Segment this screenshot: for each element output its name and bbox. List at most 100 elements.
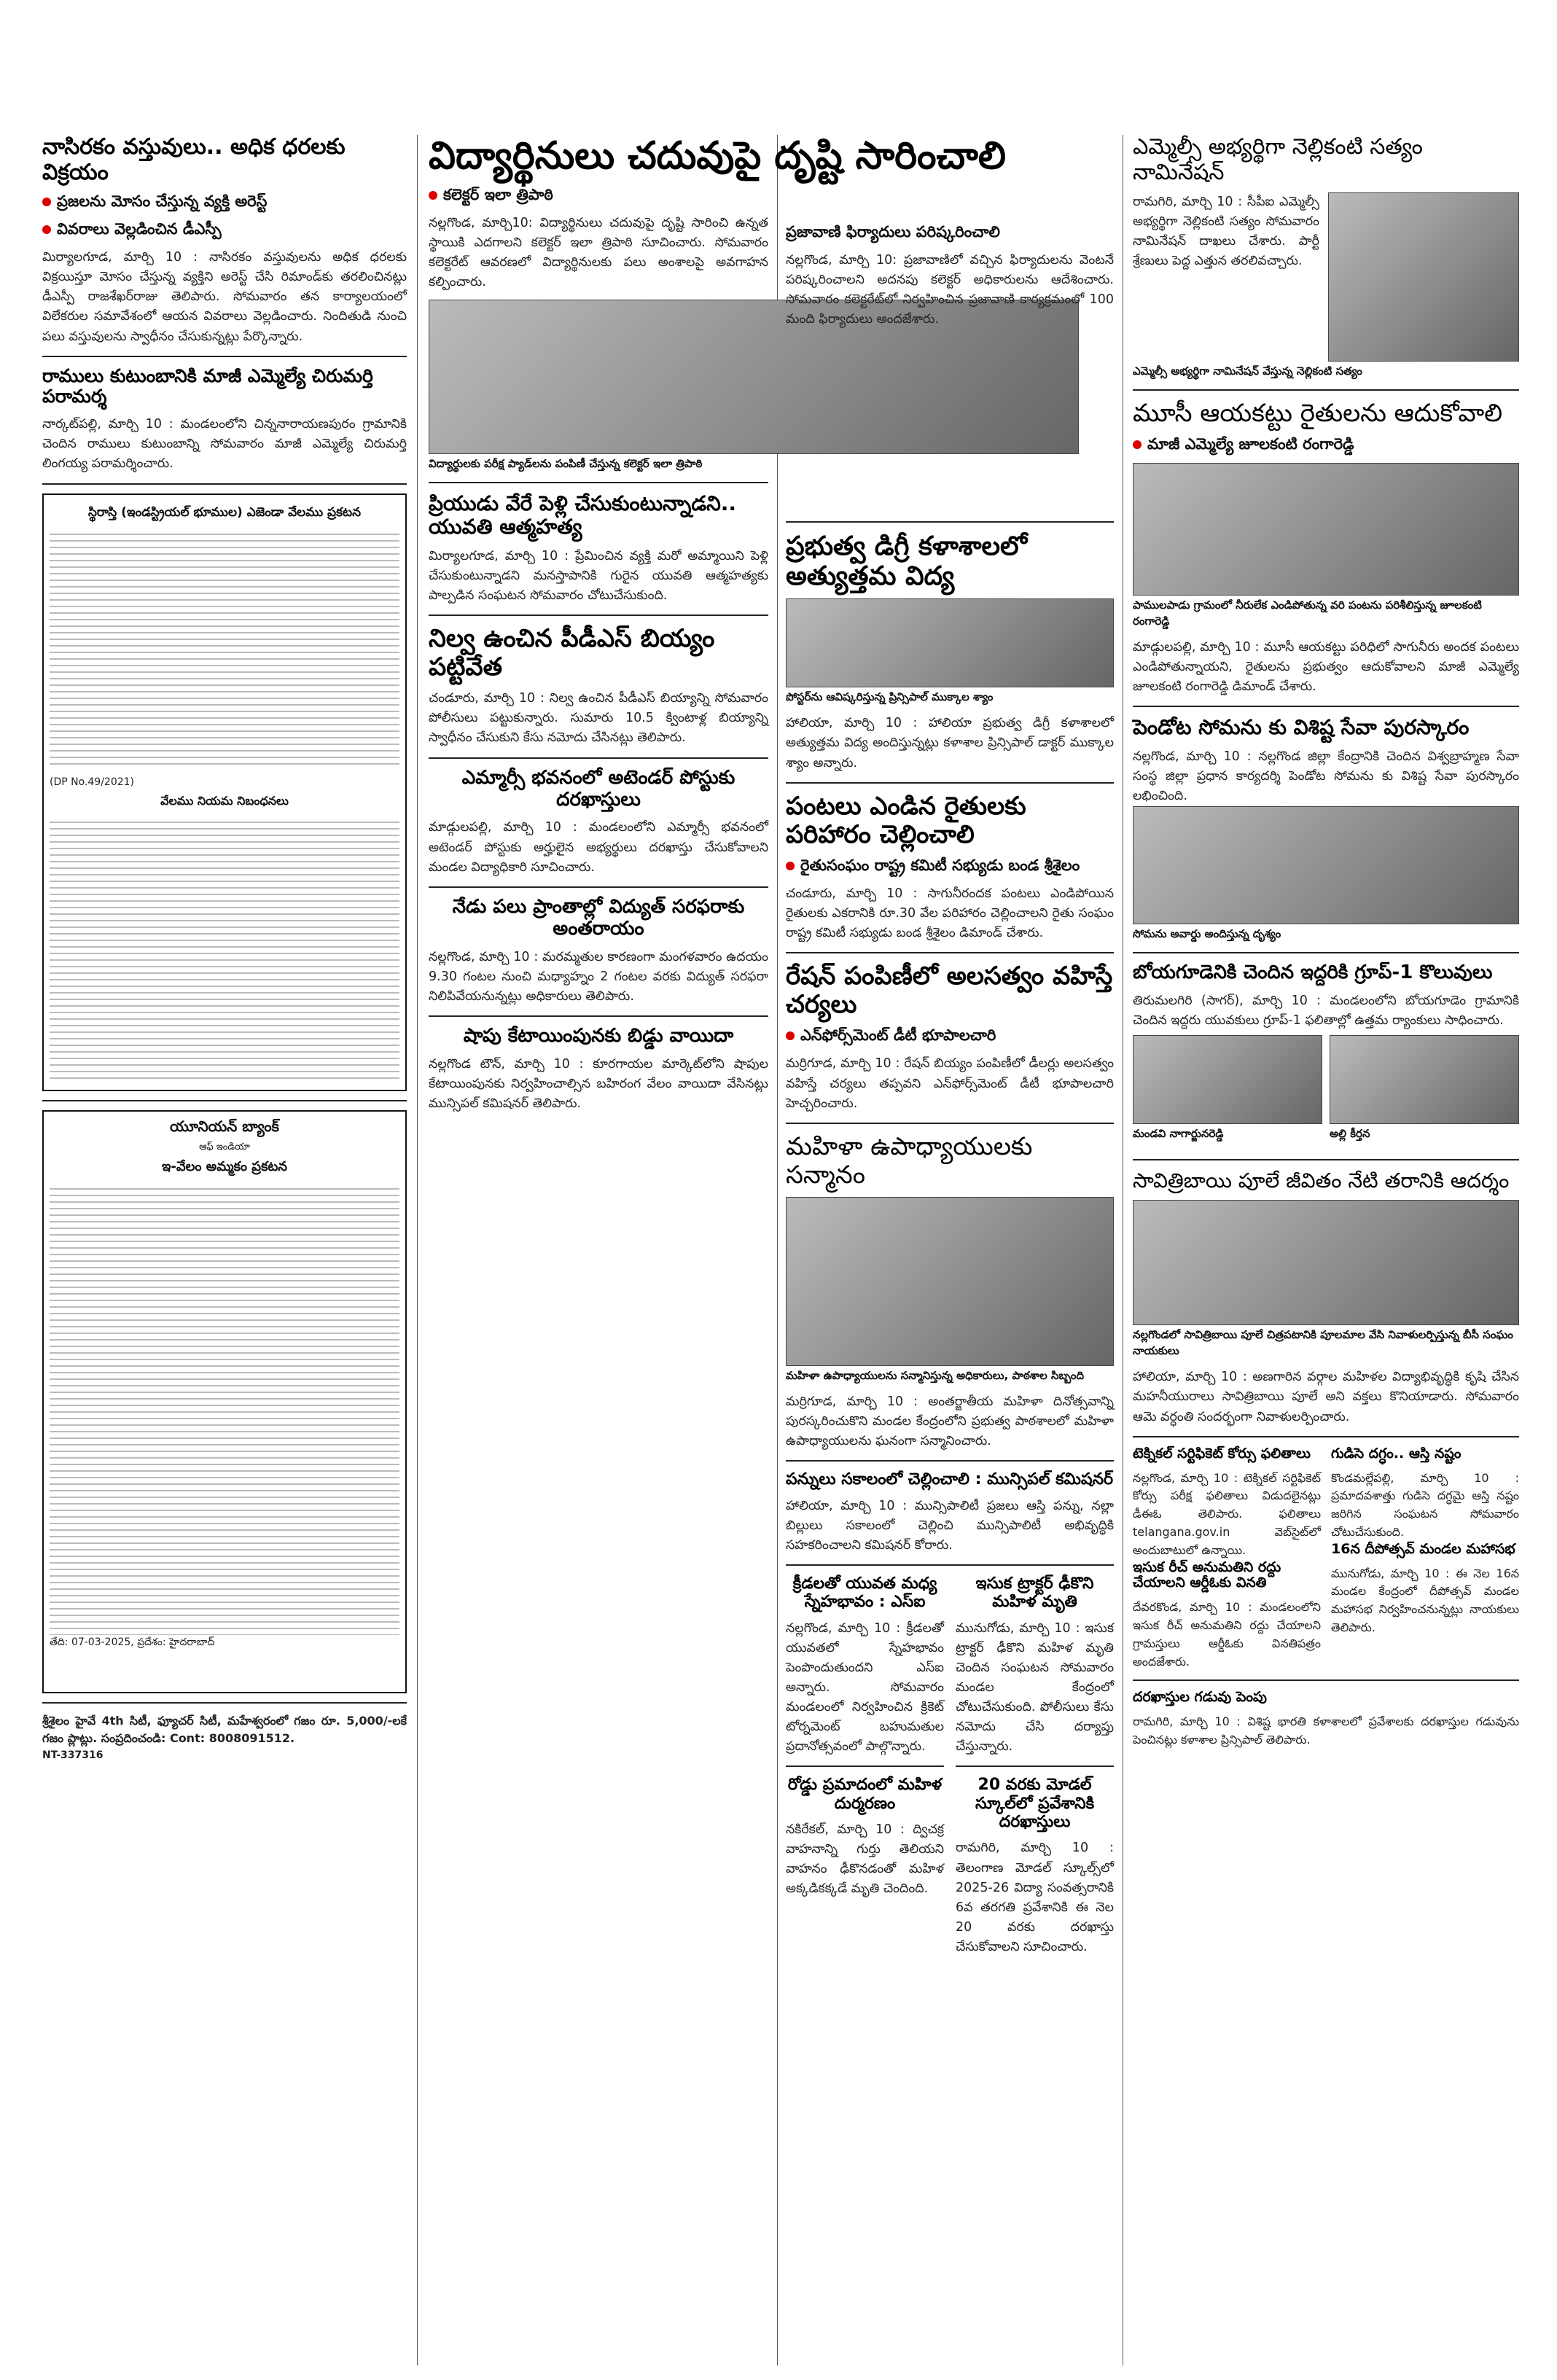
spacer — [786, 330, 1114, 512]
article-body: మిర్యాలగూడ, మార్చి 10 : నాసిరకం వస్తువుల… — [42, 250, 407, 344]
headline-savitribai: సావిత్రిబాయి పూలే జీవితం నేటి తరానికి ఆద… — [1133, 1168, 1510, 1193]
bank-name-sub: ఆఫ్ ఇండియా — [199, 1141, 250, 1152]
headline-model-school: 20 వరకు మోడల్ స్కూల్‌లో ప్రవేశానికి దరఖా… — [975, 1776, 1095, 1832]
article-body: మునుగోడు, మార్చి 10 : ఈ నెల 16న మండల కేం… — [1331, 1566, 1519, 1634]
divider — [786, 1564, 1114, 1566]
photo-dry-crop — [1133, 463, 1519, 596]
notice-title: ఇ-వేలం అమ్మకం ప్రకటన — [161, 1158, 287, 1174]
divider — [786, 952, 1114, 954]
photo-savitribai — [1133, 1200, 1519, 1326]
bullet-icon — [786, 861, 795, 870]
article-body: నల్లగొండ, మార్చి 10: ప్రజావాణిలో వచ్చిన … — [786, 253, 1114, 327]
column-4: ఎమ్మెల్సీ అభ్యర్థిగా నెల్లికంటి సత్యం నా… — [1133, 134, 1519, 1749]
article-body: తిరుమలగిరి (సాగర్), మార్చి 10 : మండలంలోన… — [1133, 993, 1519, 1029]
photo-nomination — [1328, 192, 1519, 362]
headline-power-cut: నేడు పలు ప్రాంతాల్లో విద్యుత్ సరఫరాకు అం… — [452, 895, 745, 940]
headline-substandard-goods: నాసిరకం వస్తువులు.. అధిక ధరలకు విక్రయం — [42, 134, 346, 185]
subhead: వివరాలు వెల్లడించిన డీఎస్పీ — [57, 220, 222, 238]
notice-title: స్థిరాస్తి (ఇండస్ట్రియల్ భూముల) ఎజెండా వ… — [87, 504, 362, 520]
article-body: రామగిరి, మార్చి 10 : తెలంగాణ మోడల్ స్కూల… — [956, 1841, 1114, 1954]
notice-terms-block — [50, 816, 399, 1079]
headline-sand-reach: ఇసుక రీచ్ అనుమతిని రద్దు చేయాలని ఆర్డీఓక… — [1133, 1558, 1281, 1591]
headline-degree-college: ప్రభుత్వ డిగ్రీ కళాశాలలో అత్యుత్తమ విద్య — [786, 531, 1028, 591]
headline-suicide: ప్రియుడు వేరే పెళ్లి చేసుకుంటున్నాడని.. … — [429, 491, 736, 539]
photo-caption: పోస్టర్‌ను ఆవిష్కరిస్తున్న ప్రిన్సిపాల్ … — [786, 690, 994, 704]
article-body: నల్లగొండ, మార్చి 10 : నల్లగొండ జిల్లా కే… — [1133, 749, 1519, 803]
subhead: కలెక్టర్ ఇలా త్రిపాఠి — [443, 185, 553, 203]
photo-caption: నల్లగొండలో సావిత్రిబాయి పూలే చిత్రపటానిక… — [1133, 1328, 1513, 1358]
bank-name: యూనియన్ బ్యాంక్ — [170, 1117, 279, 1135]
article-body: రామగిరి, మార్చి 10 : సీపీఐ ఎమ్మెల్సీ అభ్… — [1133, 195, 1319, 269]
classified-code: NT-337316 — [42, 1749, 104, 1762]
article-body: మిర్యాలగూడ, మార్చి 10 : ప్రేమించిన వ్యక్… — [429, 548, 768, 603]
divider — [786, 1122, 1114, 1124]
article-body: రామగిరి, మార్చి 10 : విశిష్ట భారతి కళాశా… — [1133, 1714, 1519, 1747]
article-body: చండూరు, మార్చి 10 : నిల్వ ఉంచిన పీడీఎస్ … — [429, 691, 768, 746]
photo-caption: ఎమ్మెల్సీ అభ్యర్థిగా నామినేషన్ వేస్తున్న… — [1133, 364, 1362, 378]
article-body: నకిరేకల్, మార్చి 10 : ద్విచక్ర వాహనాన్ని… — [786, 1822, 944, 1897]
portrait-photo — [1133, 1035, 1322, 1125]
column-divider — [417, 135, 418, 2365]
headline-attender-post: ఎమ్మార్సీ భవనంలో అటెండర్ పోస్టుకు దరఖాస్… — [461, 766, 735, 811]
headline-crops-compensation: పంటలు ఎండిన రైతులకు పరిహారం చెల్లించాలి — [786, 791, 1026, 849]
headline-sports: క్రీడలతో యువత మధ్య స్నేహభావం : ఎస్ఐ — [792, 1575, 937, 1612]
bullet-icon — [429, 190, 437, 200]
portrait-row: మండవి నాగార్జునరెడ్డి అల్లి కీర్తన — [1133, 1035, 1519, 1150]
headline-road-accident: రోడ్డు ప్రమాదంలో మహిళ దుర్మరణం — [787, 1776, 943, 1813]
headline-hut-fire: గుడిసె దగ్ధం.. ఆస్తి నష్టం — [1331, 1445, 1462, 1462]
article-left: క్రీడలతో యువత మధ్య స్నేహభావం : ఎస్ఐ నల్ల… — [786, 1575, 944, 1957]
divider — [1133, 1435, 1519, 1437]
headline-taxes: పన్నులు సకాలంలో చెల్లించాలి : మున్సిపల్ … — [786, 1470, 1114, 1489]
notice-text-block — [50, 528, 399, 769]
bullet-icon — [42, 198, 51, 206]
photo-award — [1133, 806, 1519, 925]
headline-students-focus: విద్యార్థినులు చదువుపై దృష్టి సారించాలి — [429, 134, 1006, 178]
subhead: ఎన్‌ఫోర్స్‌మెంట్ డీటీ భూపాలచారి — [800, 1026, 996, 1045]
subhead: ప్రజావాణి ఫిర్యాదులు పరిష్కరించాలి — [786, 223, 1000, 241]
photo-students — [429, 300, 1079, 455]
bullet-icon — [786, 1031, 795, 1041]
headline-shop-bid: షాపు కేటాయింపునకు బిడ్డు వాయిదా — [463, 1024, 734, 1047]
article-body: మాడ్గులపల్లి, మార్చి 10 : మండలంలోని ఎమ్మ… — [429, 820, 768, 875]
headline-musi-farmers: మూసీ ఆయకట్టు రైతులను ఆదుకోవాలి — [1133, 399, 1503, 428]
divider — [42, 1099, 407, 1101]
headline-pendota-award: పెండోట సోమను కు విశిష్ట సేవా పురస్కారం — [1133, 715, 1470, 740]
article-right: ఇసుక ట్రాక్టర్ ఢీకొని మహిళ మృతి మునుగోడు… — [956, 1575, 1114, 1957]
divider — [1133, 1159, 1519, 1161]
mlc-block: రామగిరి, మార్చి 10 : సీపీఐ ఎమ్మెల్సీ అభ్… — [1133, 192, 1519, 362]
classified-ad: శ్రీశైలం హైవే 4th సిటీ, ఫ్యూచర్ సిటీ, మహ… — [42, 1713, 407, 1746]
divider — [42, 1701, 407, 1704]
bullet-icon — [1133, 440, 1142, 450]
notice-date: తేది: 07-03-2025, ప్రదేశం: హైదరాబాద్ — [50, 1636, 215, 1648]
headline-application-extension: దరఖాస్తుల గడువు పెంపు — [1133, 1689, 1267, 1706]
article-body: చండూరు, మార్చి 10 : సాగునీరందక పంటలు ఎండ… — [786, 886, 1114, 941]
photo-poster — [786, 598, 1114, 688]
divider — [786, 1766, 944, 1768]
article-body: నల్లగొండ, మార్చి 10 : టెక్నికల్ సర్టిఫిక… — [1133, 1470, 1321, 1557]
notice-text-block — [50, 1182, 399, 1635]
headline-group1: బోయగూడెనికి చెందిన ఇద్దరికి గ్రూప్-1 కొల… — [1133, 961, 1493, 984]
portrait-name: అల్లి కీర్తన — [1330, 1127, 1370, 1141]
headline-mahasabha: 16న దీపోత్సవ్ మండల మహాసభ — [1331, 1540, 1515, 1557]
notice-subtitle: వేలము నియమ నిబంధనలు — [160, 793, 289, 808]
divider — [429, 1015, 768, 1017]
article-body: మాడ్గులపల్లి, మార్చి 10 : మూసీ ఆయకట్టు ప… — [1133, 640, 1519, 695]
divider — [1133, 706, 1519, 708]
portrait-name: మండవి నాగార్జునరెడ్డి — [1133, 1127, 1224, 1141]
divider — [786, 781, 1114, 784]
divider — [1133, 952, 1519, 954]
photo-caption: పాములపాడు గ్రామంలో నీరులేక ఎండిపోతున్న వ… — [1133, 598, 1482, 628]
article-body: మర్రిగూడ, మార్చి 10 : రేషన్ బియ్యం పంపిణ… — [786, 1056, 1114, 1111]
article-body: నల్లగొండ, మార్చి 10 : క్రీడలతో యువతలో స్… — [786, 1620, 944, 1755]
divider — [786, 1460, 1114, 1462]
column-2: విద్యార్థినులు చదువుపై దృష్టి సారించాలి … — [429, 134, 1079, 1114]
headline-ration: రేషన్ పంపిణీలో అలసత్వం వహిస్తే చర్యలు — [786, 961, 1113, 1020]
divider — [42, 483, 407, 485]
portrait-photo — [1330, 1035, 1519, 1125]
headline-pds-rice: నిల్వ ఉంచిన పీడీఎస్ బియ్యం పట్టివేత — [429, 624, 715, 682]
photo-caption: మహిళా ఉపాధ్యాయులను సన్మానిస్తున్న అధికార… — [786, 1368, 1085, 1382]
article-body: హాలియా, మార్చి 10 : అణగారిన వర్గాల మహిళల… — [1133, 1370, 1519, 1424]
subhead: ప్రజలను మోసం చేస్తున్న వ్యక్తి అరెస్ట్ — [57, 192, 268, 210]
photo-caption: విద్యార్థులకు పరీక్ష ప్యాడ్‌లను పంపిణీ చ… — [429, 457, 703, 471]
divider — [956, 1766, 1114, 1768]
